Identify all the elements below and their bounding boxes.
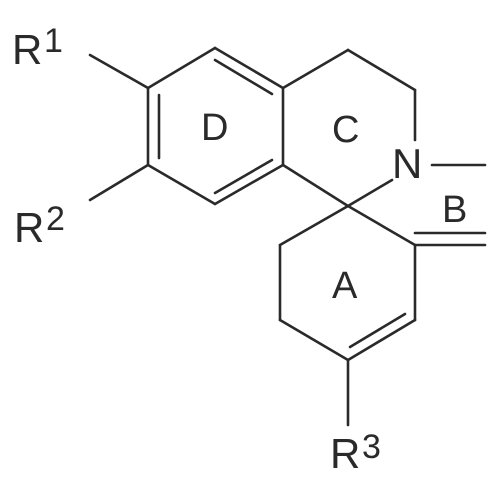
r1-index: 1 — [44, 22, 63, 60]
substituent-bonds — [88, 53, 350, 427]
ring-c-bonds — [281, 48, 417, 208]
bond-d4 — [146, 163, 217, 206]
bond-c5 — [346, 178, 394, 208]
bond-a-inner — [348, 312, 407, 349]
bond-d-inner-2 — [213, 158, 274, 195]
bond-a3 — [278, 318, 350, 362]
r3-symbol: R — [330, 430, 360, 477]
ring-a-bonds — [278, 204, 417, 362]
r3-index: 3 — [362, 428, 381, 466]
bond-b2 — [346, 204, 417, 247]
ring-label-b: B — [442, 189, 467, 231]
bond-d6 — [146, 46, 217, 90]
bond-r1 — [88, 53, 150, 90]
r2-index: 2 — [46, 200, 65, 238]
ring-label-d: D — [201, 107, 228, 149]
bond-d-inner-1 — [213, 58, 274, 96]
bond-r2 — [88, 163, 150, 202]
bond-c2 — [346, 48, 417, 92]
ring-d-bonds — [146, 46, 285, 206]
bond-a1 — [278, 204, 350, 247]
bond-d1 — [213, 46, 285, 90]
bond-c1 — [281, 48, 350, 90]
bond-a4 — [346, 318, 417, 362]
ring-label-a: A — [332, 265, 358, 307]
bond-d3 — [213, 163, 285, 206]
nitrogen-atom: N — [392, 140, 422, 187]
bond-c4 — [281, 163, 350, 208]
ring-label-c: C — [332, 109, 359, 151]
r1-symbol: R — [12, 26, 42, 73]
ring-b-bonds — [346, 163, 487, 247]
r2-symbol: R — [14, 204, 44, 251]
